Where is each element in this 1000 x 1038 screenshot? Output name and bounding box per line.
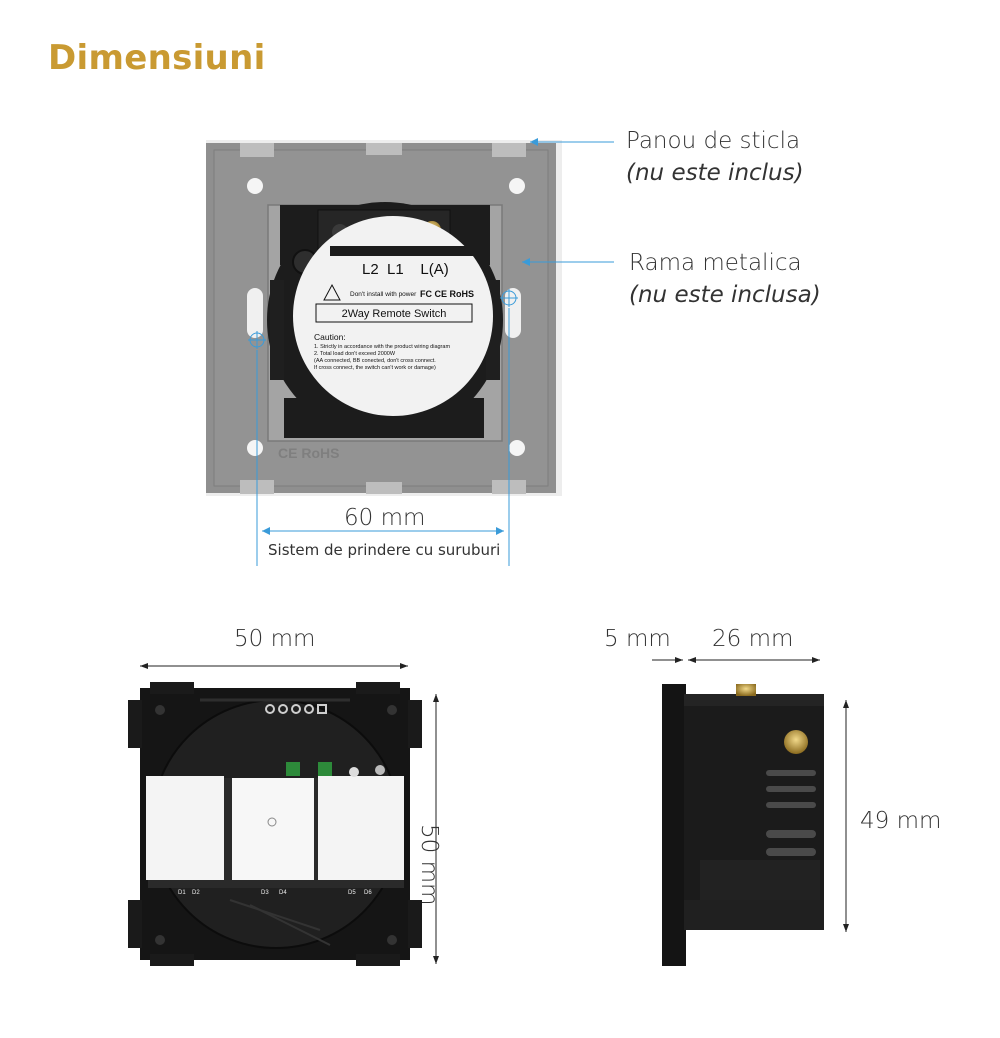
pcb-label: D5 xyxy=(348,890,356,896)
pcb-label: D1 xyxy=(178,890,186,896)
frame-marks: CE RoHS xyxy=(278,445,339,461)
side-height-label: 49 mm xyxy=(860,808,942,834)
product-name: 2Way Remote Switch xyxy=(342,308,447,320)
page-title: Dimensiuni xyxy=(48,38,266,78)
switch-module-side xyxy=(662,684,824,966)
metal-frame-note: (nu este inclusa) xyxy=(629,282,821,308)
pcb-label: D3 xyxy=(261,890,269,896)
caution-line: (AA connected, BB conected, don't cross … xyxy=(314,358,436,364)
pcb-label: D2 xyxy=(192,890,200,896)
caution-line: 2. Total load don't exceed 2000W xyxy=(314,351,396,357)
warning-icon xyxy=(323,283,341,301)
switch-module-back xyxy=(128,682,422,966)
glass-panel-note: (nu este inclus) xyxy=(626,160,804,186)
caution-line: 1. Strictly in accordance with the produ… xyxy=(314,344,450,350)
screw-target-right xyxy=(500,289,518,307)
back-width-label: 50 mm xyxy=(234,626,316,652)
glass-panel-label: Panou de sticla xyxy=(626,128,801,154)
back-height-label: 50 mm xyxy=(416,824,442,906)
product-name-box xyxy=(315,303,473,323)
cert-marks: FC CE RoHS xyxy=(420,289,474,299)
screw-system-label: Sistem de prindere cu suruburi xyxy=(268,541,501,559)
screw-spacing-label: 60 mm xyxy=(344,505,426,531)
caution-title: Caution: xyxy=(314,332,346,342)
side-front-label: 5 mm xyxy=(604,626,671,652)
switch-module-top xyxy=(267,202,503,438)
terminal-labels: L2 L1 L(A) xyxy=(362,261,449,278)
metal-frame-label: Rama metalica xyxy=(629,250,802,276)
side-depth-label: 26 mm xyxy=(712,626,794,652)
caution-line: If cross connect, the switch can't work … xyxy=(314,365,436,371)
warning-text: Don't install with power xyxy=(350,291,417,298)
screw-target-left xyxy=(248,331,266,349)
pcb-label: D4 xyxy=(279,890,287,896)
pcb-label: D6 xyxy=(364,890,372,896)
